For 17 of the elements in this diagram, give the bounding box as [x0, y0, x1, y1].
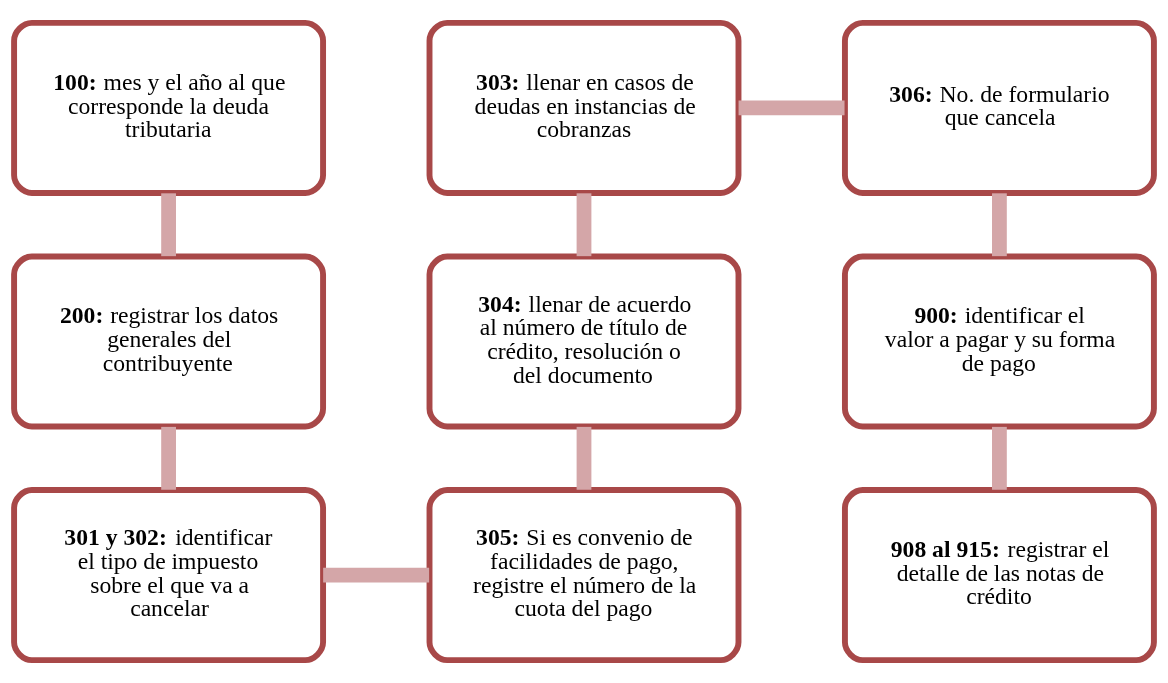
node-box: 908 al 915: registrar el detalle de las notas de crédito: [841, 487, 1157, 664]
connector: [738, 100, 845, 116]
connector: [576, 193, 592, 257]
node-box: 900: identificar el valor a pagar y su forma de pago: [841, 253, 1157, 430]
connector: [576, 426, 592, 490]
connector: [992, 426, 1007, 490]
connector: [161, 193, 176, 257]
connector: [161, 426, 176, 490]
node-box: 100: mes y el año al que corresponde la deuda tributaria: [11, 19, 327, 196]
node-box: 303: llenar en casos de deudas en instancias de cobranzas: [426, 19, 742, 196]
connector: [323, 567, 430, 583]
connector: [992, 193, 1007, 257]
node-box: 305: Si es convenio de facilidades de pago, registre el número de la cuota del pago: [426, 487, 742, 664]
node-box: 200: registrar los datos generales del contribuyente: [11, 253, 327, 430]
node-box: 301 y 302: identificar el tipo de impuesto sobre el que va a cancelar: [11, 487, 327, 664]
node-box: 306: No. de formulario que cancela: [841, 19, 1157, 196]
node-box: 304: llenar de acuerdo al número de título de crédito, resolución o del documento: [426, 253, 742, 430]
